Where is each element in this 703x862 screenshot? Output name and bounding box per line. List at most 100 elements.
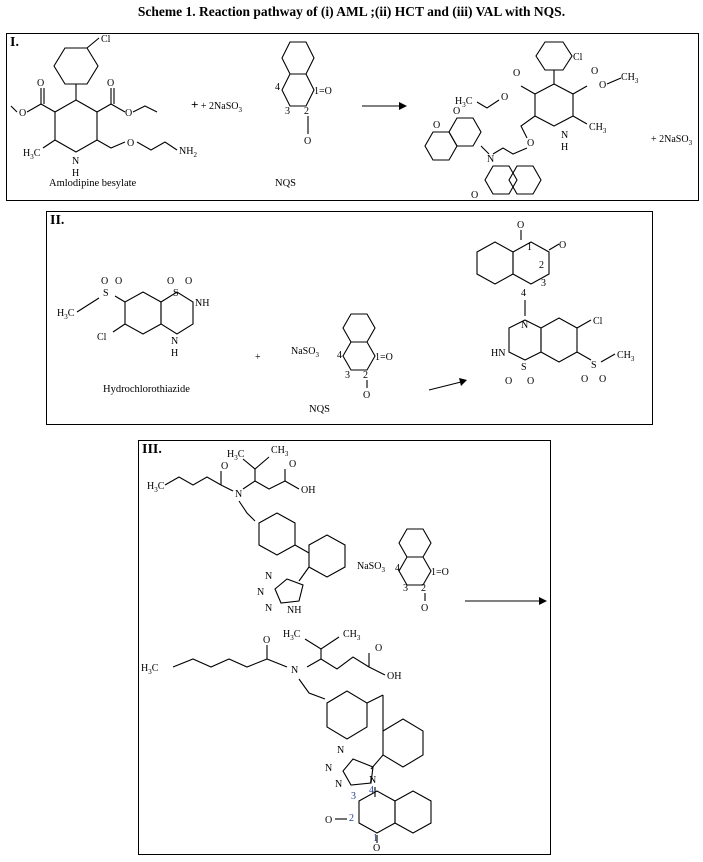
nqs-quinone-ring <box>281 73 315 107</box>
product-iii-n-label: N <box>291 665 298 676</box>
amlodipine-o-label: O <box>127 138 134 149</box>
panel-i-tag: I. <box>10 35 19 50</box>
panel-iii-reagent-prefix: NaSO3 <box>357 561 385 574</box>
amlodipine-phenyl-ring <box>53 47 99 85</box>
nqs-name: NQS <box>275 178 296 189</box>
amlodipine-h3c-label: H3C <box>23 148 41 161</box>
product-iii-o-label: O <box>375 643 382 654</box>
product-iii-biphenyl-ring-1 <box>326 690 368 740</box>
nqs-position-label: 3 <box>285 106 290 117</box>
panel-iii-diagram: H3C CH3 O OH N O H3C N N N NH NaSO3 4 1=… <box>141 445 547 854</box>
product-iii-position-label: 3 <box>351 791 356 802</box>
panel-i-reagent-prefix: + + 2NaSO3 <box>191 97 243 114</box>
product-iii-position-label: 2 <box>349 813 354 824</box>
product-ii-cl-label: Cl <box>593 316 603 327</box>
product-i-h-label: H <box>561 142 568 153</box>
product-iii-o-label: O <box>263 635 270 646</box>
panel-iii-tag: III. <box>142 442 162 457</box>
amlodipine-dihydropyridine-ring <box>54 99 98 153</box>
product-ii-quinone-ring <box>512 241 550 285</box>
product-i-o-label: O <box>453 106 460 117</box>
product-ii-hn-label: HN <box>491 348 505 359</box>
product-iii-ch3-label: CH3 <box>343 629 361 642</box>
amlodipine-n-label: N <box>72 156 79 167</box>
product-i-upper-benzo <box>424 131 458 161</box>
product-ii-position-label: 2 <box>539 260 544 271</box>
hct-h-label: H <box>171 348 178 359</box>
valsartan-tetrazole-n: N <box>265 571 272 582</box>
product-iii-o-label: O <box>325 815 332 826</box>
product-ii-o-label: O <box>517 220 524 231</box>
valsartan-tetrazole-n: N <box>265 603 272 614</box>
product-iii-biphenyl-ring-2 <box>382 718 424 768</box>
product-i-o-label: O <box>599 80 606 91</box>
hct-n-label: N <box>171 336 178 347</box>
panel-i: I. Cl O O O O N H H3C O NH2 Amlodipine <box>6 33 699 201</box>
product-iii-tetrazole-n: N <box>337 745 344 756</box>
product-i-cl-label: Cl <box>573 52 583 63</box>
nqs-name: NQS <box>309 404 330 415</box>
product-ii-o-label: O <box>559 240 566 251</box>
nqs-position-label: 2 <box>304 106 309 117</box>
amlodipine-cl-label: Cl <box>101 34 111 45</box>
product-i-o-label: O <box>527 138 534 149</box>
product-ii-position-label: 4 <box>521 288 526 299</box>
valsartan-o-label: O <box>289 459 296 470</box>
amlodipine-o-label: O <box>37 78 44 89</box>
valsartan-oh-label: OH <box>301 485 315 496</box>
hct-h3c-label: H3C <box>57 308 75 321</box>
amlodipine-o-label: O <box>107 78 114 89</box>
valsartan-h3c-chain-label: H3C <box>147 481 165 494</box>
product-i-ch3-label: CH3 <box>589 122 607 135</box>
nqs-position-label: 3 <box>403 583 408 594</box>
product-i-n-label: N <box>561 130 568 141</box>
hct-s-label: S <box>173 288 179 299</box>
valsartan-tetrazole-nh: NH <box>287 605 301 616</box>
hct-nh-label: NH <box>195 298 209 309</box>
product-iii-tetrazole-n: N <box>335 779 342 790</box>
nqs-o-label: O <box>304 136 311 147</box>
product-i-o-label: O <box>471 190 478 200</box>
nqs-position-label: 2 <box>363 370 368 381</box>
amlodipine-h-label: H <box>72 168 79 179</box>
nqs-o-label: O <box>421 603 428 614</box>
nqs-benzo-ring <box>342 313 376 343</box>
product-iii-quinone-ring <box>358 790 396 834</box>
panel-i-byproduct: + 2NaSO3 <box>651 134 693 147</box>
amlodipine-o-label: O <box>125 108 132 119</box>
nqs-position-label: 4 <box>275 82 280 93</box>
product-i-o-label: O <box>591 66 598 77</box>
valsartan-ch3-label: CH3 <box>271 445 289 458</box>
product-ii-benzene-ring <box>540 317 578 363</box>
nqs-benzo-ring <box>398 528 432 558</box>
product-i-o-label: O <box>433 120 440 131</box>
panel-i-diagram: Cl O O O O N H H3C O NH2 Amlodipine besy… <box>10 34 693 200</box>
product-i-dihydropyridine-ring <box>534 83 574 127</box>
product-iii-benzo-ring <box>394 790 432 834</box>
product-iii-tetrazole-ring <box>342 758 374 786</box>
product-iii-h3c-label: H3C <box>283 629 301 642</box>
product-iii-oh-label: OH <box>387 671 401 682</box>
product-iii-position-label: 4 <box>369 785 374 796</box>
product-i-h3c-label: H3C <box>455 96 473 109</box>
product-ii-s-label: S <box>521 362 527 373</box>
product-ii-o-label: O <box>505 376 512 387</box>
panel-ii-plus: + <box>255 352 261 363</box>
product-i-lower-benzo <box>508 165 542 195</box>
product-i-n-label: N <box>487 154 494 165</box>
nqs-position-label: 2 <box>421 583 426 594</box>
nqs-quinone-ring <box>398 556 432 586</box>
valsartan-o-label: O <box>221 461 228 472</box>
hct-o-label: O <box>185 276 192 287</box>
product-i-upper-quinone <box>448 117 482 147</box>
valsartan-h3c-label: H3C <box>227 449 245 462</box>
product-iii-h3c-chain-label: H3C <box>141 663 159 676</box>
product-i-lower-quinone <box>484 165 518 195</box>
panel-ii: II. S O O NH N H S O O H3C Cl Hydrochlor… <box>46 211 653 425</box>
valsartan-biphenyl-ring-1 <box>258 512 296 556</box>
product-ii-o-label: O <box>599 374 606 385</box>
product-ii-ch3-label: CH3 <box>617 350 635 363</box>
amlodipine-name: Amlodipine besylate <box>49 178 137 189</box>
hct-thiadiazine-ring <box>160 291 194 335</box>
panel-ii-diagram: S O O NH N H S O O H3C Cl Hydrochlorothi… <box>57 220 635 415</box>
